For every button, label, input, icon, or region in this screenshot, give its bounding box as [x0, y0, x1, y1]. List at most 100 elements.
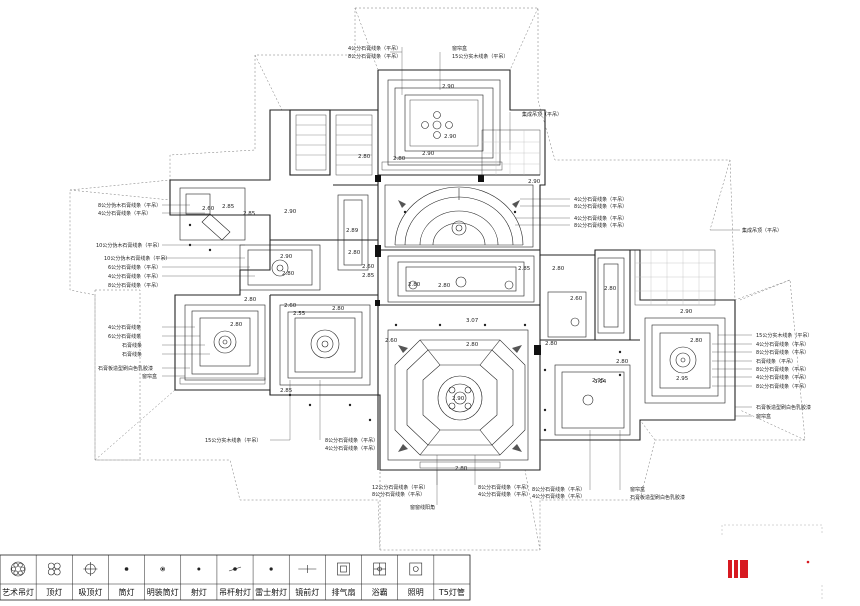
note-right-kitchen: 集成吊顶（平吊） — [742, 227, 782, 234]
note-right-2: 4公分石膏线条（平吊） — [756, 341, 809, 348]
note-bottom-left: 15公分实木线条（平吊） — [205, 437, 261, 444]
elev-25: 2.90 — [452, 396, 465, 402]
elev-8: 2.90 — [284, 209, 297, 215]
downlights — [188, 210, 622, 432]
note-br-1: 8公分石膏线条（平吊） — [532, 486, 585, 493]
note-left-13: 窗帘盒 — [142, 373, 157, 380]
elev-38: 3.14 — [594, 379, 607, 385]
logo-bar-3 — [740, 560, 748, 578]
elev-3: 2.80 — [393, 156, 406, 162]
elev-30: 2.80 — [604, 286, 617, 292]
elev-11: 2.80 — [282, 271, 295, 277]
elev-37: 2.90 — [528, 179, 541, 185]
bath-heater-icon — [373, 562, 386, 576]
logo-bar-2 — [734, 560, 738, 578]
nvc-spotlight-icon — [269, 567, 273, 571]
elev-20: 2.85 — [280, 388, 293, 394]
chandelier-icon — [10, 561, 26, 577]
annotation-labels: 4公分石膏线条（平吊） 8公分石膏线条（平吊） 窗帘盒 15公分实木线条（平吊）… — [96, 45, 812, 511]
elev-33: 2.80 — [690, 338, 703, 344]
note-left-1: 8公分伪木石膏线条（平吊） — [98, 202, 161, 209]
elev-34: 2.95 — [676, 376, 689, 382]
elev-31: 2.85 — [518, 266, 531, 272]
elev-29: 2.80 — [545, 341, 558, 347]
note-top-b: 8公分石膏线条（平吊） — [348, 53, 401, 60]
roof-outline — [69, 7, 806, 551]
elev-7: 2.60 — [202, 206, 215, 212]
legend-label: 吊杆射灯 — [219, 587, 251, 597]
elev-24: 2.80 — [466, 342, 479, 348]
legend-label: 艺术吊灯 — [2, 587, 34, 597]
note-br-2: 4公分石膏线条（平吊） — [532, 493, 585, 500]
note-toilet-right: 集成吊顶（平吊） — [522, 111, 562, 118]
top-bedroom-ceiling — [381, 79, 503, 171]
elev-18: 2.55 — [293, 311, 306, 317]
note-top-a: 4公分石膏线条（平吊） — [348, 45, 401, 52]
elev-1: 2.90 — [442, 84, 455, 90]
elev-26: 2.80 — [455, 466, 468, 472]
elev-21: 2.60 — [385, 338, 398, 344]
elev-14: 2.85 — [362, 273, 375, 279]
note-bc-4: 4公分石膏线条（平吊） — [478, 491, 531, 498]
note-bc-2: 8公分石膏线条（平吊） — [372, 491, 425, 498]
frame-corner-marks — [721, 524, 823, 600]
legend-label: T5灯管 — [438, 587, 465, 597]
note-left-12: 石膏板造型刷白色乳胶漆 — [98, 365, 153, 372]
legend-label: 射灯 — [191, 587, 207, 597]
elev-16: 2.60 — [284, 303, 297, 309]
left-upper-rooms — [179, 114, 373, 291]
elev-17: 2.80 — [332, 306, 345, 312]
note-top-d: 15公分实木线条（平吊） — [452, 53, 508, 60]
top-right-bathroom-grid — [481, 129, 541, 176]
stair-hatch — [296, 124, 372, 166]
left-bedroom-ceiling — [179, 304, 266, 385]
note-left-2: 4公分石膏线条（平吊） — [98, 210, 151, 217]
note-left-10: 石膏线条 — [122, 342, 142, 349]
mirror-lamp-icon — [298, 565, 317, 573]
note-left-11: 石膏线条 — [122, 351, 142, 358]
elev-9: 2.85 — [243, 211, 256, 217]
note-left-4: 10公分伪木石膏线条（平吊） — [104, 255, 170, 262]
pendant-spotlight-icon — [228, 566, 242, 572]
elev-4: 2.90 — [422, 151, 435, 157]
elev-28: 2.60 — [570, 296, 583, 302]
elev-19: 2.80 — [230, 322, 243, 328]
note-left-5: 6公分石膏线条（平吊） — [108, 264, 161, 271]
elev-12: 2.80 — [348, 250, 361, 256]
note-left-3: 10公分伪木石膏线条（平吊） — [96, 242, 162, 249]
flush-mount-icon — [83, 562, 98, 576]
note-bc-5: 窗窗线阳角 — [410, 504, 435, 511]
legend-label: 明装筒灯 — [147, 587, 179, 597]
elev-10: 2.90 — [280, 254, 293, 260]
note-right-top-1: 4公分石膏线条（平吊） — [574, 196, 627, 203]
middle-hall-ceiling — [387, 255, 535, 303]
legend-label: 镜前灯 — [295, 587, 319, 597]
note-right-9: 窗帘盒 — [756, 413, 771, 420]
ceiling-lamp-icon — [47, 562, 61, 576]
note-br-4: 石膏板造型刷白色乳胶漆 — [630, 494, 685, 501]
leader-lines — [162, 47, 752, 505]
legend-label: 排气扇 — [331, 587, 355, 597]
note-right-1: 15公分实木线条（平吊） — [756, 332, 812, 339]
elev-36: 2.95 — [592, 378, 605, 384]
note-mid-2: 4公分石膏线条（平吊） — [325, 445, 378, 452]
note-right-5: 8公分石膏线条（平吊） — [756, 366, 809, 373]
structural-columns — [375, 175, 541, 355]
note-left-8: 4公分石膏线条 — [108, 324, 141, 331]
right-kitchen-grid — [634, 249, 716, 306]
elev-23: 3.07 — [466, 318, 479, 324]
logo-dot — [806, 560, 810, 564]
note-bc-1: 12公分石膏线条（平吊） — [372, 484, 428, 491]
note-right-7: 8公分石膏线条（平吊） — [756, 383, 809, 390]
note-bc-3: 8公分石膏线条（平吊） — [478, 484, 531, 491]
elev-32: 2.80 — [616, 359, 629, 365]
surface-downlight-icon — [160, 566, 165, 572]
elevation-labels: 2.90 2.90 2.80 2.90 2.80 2.85 2.60 2.90 … — [202, 84, 703, 472]
lighting-icon — [409, 562, 423, 576]
center-left-bedroom-ceiling — [279, 304, 371, 386]
right-bedroom-ceiling — [547, 257, 726, 436]
note-top-c: 窗帘盒 — [452, 45, 467, 52]
